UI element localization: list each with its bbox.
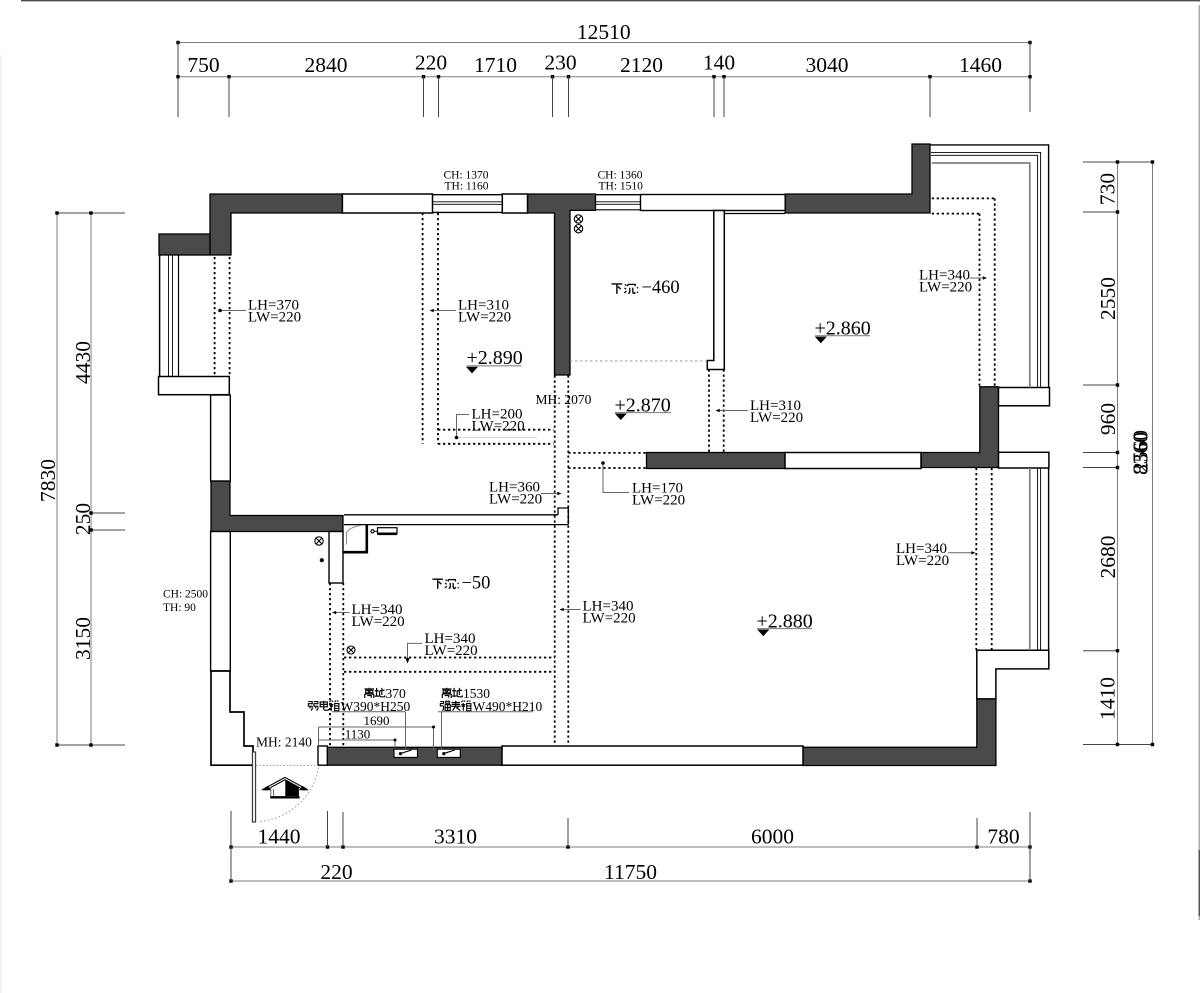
svg-text:960: 960 <box>1096 403 1120 435</box>
svg-text:LW=220: LW=220 <box>750 410 803 426</box>
svg-text:1440: 1440 <box>258 825 301 849</box>
svg-text:220: 220 <box>320 860 352 884</box>
svg-text:1690: 1690 <box>364 713 390 728</box>
svg-text:8360: 8360 <box>1129 432 1153 475</box>
svg-text:−460: −460 <box>642 278 680 298</box>
svg-text:TH: 1160: TH: 1160 <box>445 181 489 193</box>
svg-text:LH=340: LH=340 <box>919 268 970 284</box>
svg-text:LH=370: LH=370 <box>248 298 299 314</box>
svg-text:LW=220: LW=220 <box>425 643 478 659</box>
svg-text:−50: −50 <box>462 573 491 593</box>
svg-text:W490*H210: W490*H210 <box>473 699 543 714</box>
svg-text:6000: 6000 <box>751 825 794 849</box>
svg-text:TH: 90: TH: 90 <box>163 602 196 614</box>
svg-text:+2.880: +2.880 <box>757 611 813 633</box>
svg-text:LW=220: LW=220 <box>458 310 511 326</box>
svg-text:LH=360: LH=360 <box>489 480 540 496</box>
svg-text:730: 730 <box>1096 173 1120 205</box>
svg-text:LH=310: LH=310 <box>750 398 801 414</box>
svg-text:TH: 1510: TH: 1510 <box>599 181 644 193</box>
svg-text:3310: 3310 <box>434 825 477 849</box>
svg-text::: : <box>636 281 640 296</box>
svg-text:MH: 2070: MH: 2070 <box>536 392 592 407</box>
svg-text:230: 230 <box>544 51 576 75</box>
svg-text:1710: 1710 <box>474 53 517 77</box>
svg-text:LH=310: LH=310 <box>458 298 509 314</box>
svg-text:2560: 2560 <box>1129 430 1153 473</box>
svg-text:1410: 1410 <box>1096 677 1120 720</box>
svg-text:+2.890: +2.890 <box>467 347 523 369</box>
svg-text:LH=200: LH=200 <box>472 407 523 423</box>
svg-text:CH: 2500: CH: 2500 <box>163 589 208 601</box>
svg-text:LW=220: LW=220 <box>632 493 685 509</box>
svg-text:CH: 1370: CH: 1370 <box>444 170 489 182</box>
svg-text:LW=220: LW=220 <box>919 280 972 296</box>
svg-text:2120: 2120 <box>620 53 663 77</box>
svg-text:750: 750 <box>187 53 219 77</box>
svg-text:MH: 2140: MH: 2140 <box>256 735 312 750</box>
svg-text:3040: 3040 <box>806 53 849 77</box>
svg-text:LW=220: LW=220 <box>583 611 636 627</box>
svg-text:LW=220: LW=220 <box>489 492 542 508</box>
svg-text:1130: 1130 <box>345 727 371 742</box>
svg-text:LH=340: LH=340 <box>896 541 947 557</box>
svg-text:3150: 3150 <box>71 617 95 660</box>
svg-text:2550: 2550 <box>1096 277 1120 320</box>
svg-text:370: 370 <box>386 686 407 701</box>
svg-text:LH=340: LH=340 <box>352 602 403 618</box>
svg-text:780: 780 <box>987 825 1019 849</box>
svg-text:LW=220: LW=220 <box>248 310 301 326</box>
svg-text:7830: 7830 <box>36 459 60 502</box>
svg-text:1530: 1530 <box>463 686 490 701</box>
svg-text:2680: 2680 <box>1096 536 1120 579</box>
svg-text:LW=220: LW=220 <box>896 553 949 569</box>
svg-text:220: 220 <box>415 51 447 75</box>
svg-text:12510: 12510 <box>577 20 631 44</box>
svg-text:+2.860: +2.860 <box>815 318 871 340</box>
svg-text:LH=340: LH=340 <box>425 631 476 647</box>
svg-text:LH=340: LH=340 <box>583 599 634 615</box>
svg-text:11750: 11750 <box>604 860 657 884</box>
svg-text:LW=220: LW=220 <box>472 419 525 435</box>
svg-text:140: 140 <box>703 51 735 75</box>
svg-text::: : <box>456 576 460 591</box>
svg-text:+2.870: +2.870 <box>615 395 671 417</box>
svg-text:250: 250 <box>71 503 95 535</box>
svg-text:W390*H250: W390*H250 <box>341 699 411 714</box>
svg-text:CH: 1360: CH: 1360 <box>598 170 643 182</box>
svg-text:2840: 2840 <box>305 53 348 77</box>
svg-text:LH=170: LH=170 <box>632 481 683 497</box>
svg-text:LW=220: LW=220 <box>352 614 405 630</box>
svg-text:1460: 1460 <box>959 53 1002 77</box>
svg-text:4430: 4430 <box>71 341 95 384</box>
